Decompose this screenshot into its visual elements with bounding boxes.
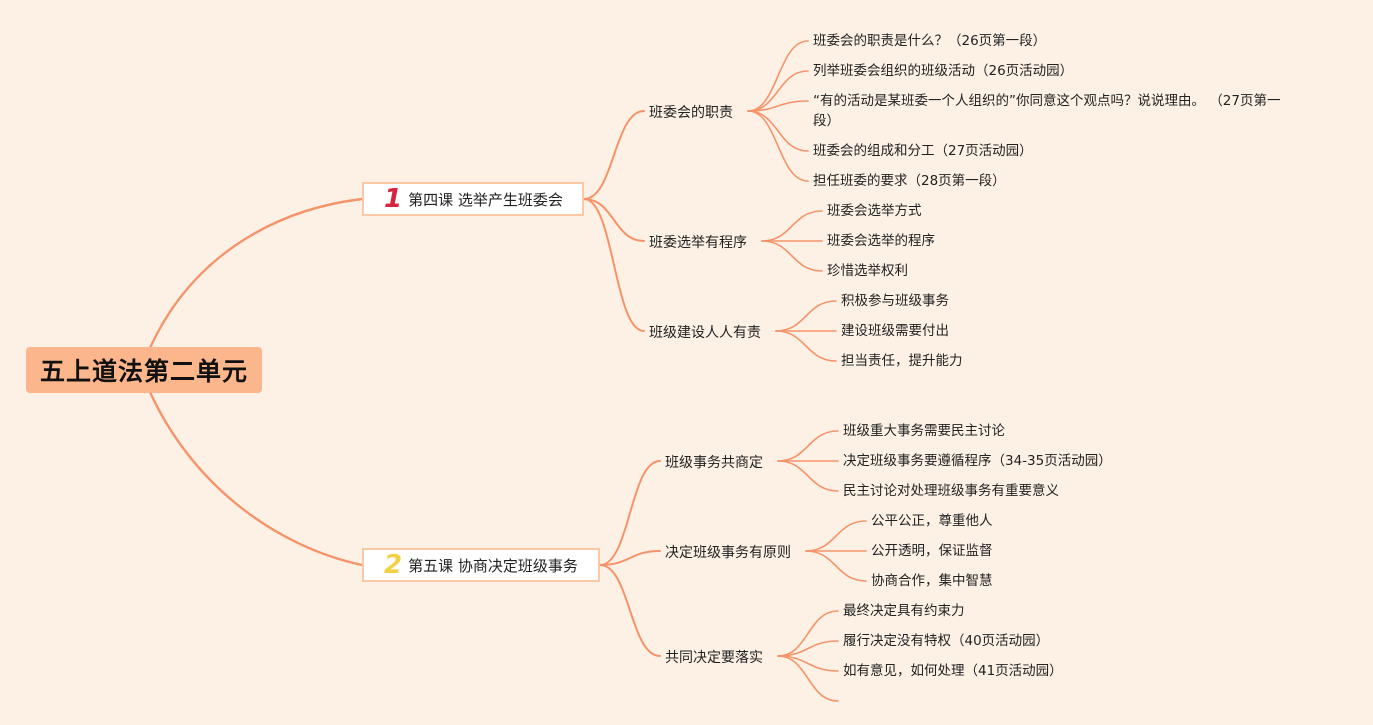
- topic-node[interactable]: 共同决定要落实: [665, 650, 763, 666]
- lesson-title-2: 第五课 协商决定班级事务: [408, 556, 578, 575]
- connector-curve: [747, 110, 809, 182]
- connector-curve: [148, 197, 363, 349]
- topic-node[interactable]: 班级建设人人有责: [649, 325, 761, 341]
- leaf-node[interactable]: 班委会的职责是什么？（26页第一段）: [813, 33, 1047, 49]
- leaf-node[interactable]: 公平公正，尊重他人: [871, 513, 993, 529]
- leaf-node[interactable]: 决定班级事务要遵循程序（34-35页活动园）: [843, 453, 1112, 469]
- connector-curve: [583, 198, 645, 332]
- connector-curve: [777, 430, 839, 462]
- connector-curve: [805, 550, 867, 582]
- topic-node[interactable]: 班委会的职责: [649, 105, 733, 121]
- lesson-number-1: 1: [384, 184, 403, 214]
- connector-curve: [761, 210, 823, 242]
- leaf-node[interactable]: 班委会选举方式: [827, 203, 922, 219]
- leaf-node[interactable]: “有的活动是某班委一个人组织的”你同意这个观点吗？说说理由。 （27页第一段）: [813, 93, 1281, 129]
- connector-curve: [747, 100, 809, 112]
- leaf-node[interactable]: 公开透明，保证监督: [871, 543, 993, 559]
- leaf-node[interactable]: 担任班委的要求（28页第一段）: [813, 173, 1006, 189]
- leaf-node[interactable]: 履行决定没有特权（40页活动园）: [843, 633, 1050, 649]
- connector-curve: [148, 391, 363, 567]
- topic-node[interactable]: 班级事务共商定: [665, 455, 763, 471]
- leaf-node[interactable]: 建设班级需要付出: [841, 323, 949, 339]
- leaf-node[interactable]: 班委会选举的程序: [827, 233, 935, 249]
- leaf-node[interactable]: 班委会的组成和分工（27页活动园）: [813, 143, 1033, 159]
- connector-curve: [777, 655, 839, 702]
- lesson-node-1[interactable]: 1 第四课 选举产生班委会: [362, 182, 584, 216]
- leaf-node[interactable]: 协商合作，集中智慧: [871, 573, 993, 589]
- connector-curve: [775, 330, 837, 362]
- lesson-number-2: 2: [384, 550, 403, 580]
- leaf-node[interactable]: 担当责任，提升能力: [841, 353, 963, 369]
- connector-curve: [583, 110, 645, 200]
- connector-curve: [747, 40, 809, 112]
- leaf-node[interactable]: 班级重大事务需要民主讨论: [843, 423, 1005, 439]
- leaf-node[interactable]: 积极参与班级事务: [841, 293, 949, 309]
- connector-curve: [775, 300, 837, 332]
- leaf-node[interactable]: 如有意见，如何处理（41页活动园）: [843, 663, 1063, 679]
- root-node[interactable]: 五上道法第二单元: [26, 347, 262, 393]
- lesson-title-1: 第四课 选举产生班委会: [408, 190, 563, 209]
- connector-curve: [777, 610, 839, 657]
- lesson-node-2[interactable]: 2 第五课 协商决定班级事务: [362, 548, 600, 582]
- leaf-node[interactable]: 列举班委会组织的班级活动（26页活动园）: [813, 63, 1074, 79]
- root-title: 五上道法第二单元: [39, 357, 248, 386]
- connector-curve: [805, 520, 867, 552]
- leaf-node[interactable]: 珍惜选举权利: [827, 263, 908, 279]
- connector-curve: [777, 460, 839, 492]
- connector-curve: [599, 564, 661, 657]
- topic-node[interactable]: 决定班级事务有原则: [665, 545, 791, 561]
- connector-curve: [599, 460, 661, 566]
- connector-curve: [583, 198, 645, 242]
- leaf-node[interactable]: 最终决定具有约束力: [843, 603, 965, 619]
- topic-node[interactable]: 班委选举有程序: [649, 235, 747, 251]
- connector-curve: [761, 240, 823, 272]
- leaf-node[interactable]: 民主讨论对处理班级事务有重要意义: [843, 483, 1059, 499]
- connector-curve: [599, 550, 661, 566]
